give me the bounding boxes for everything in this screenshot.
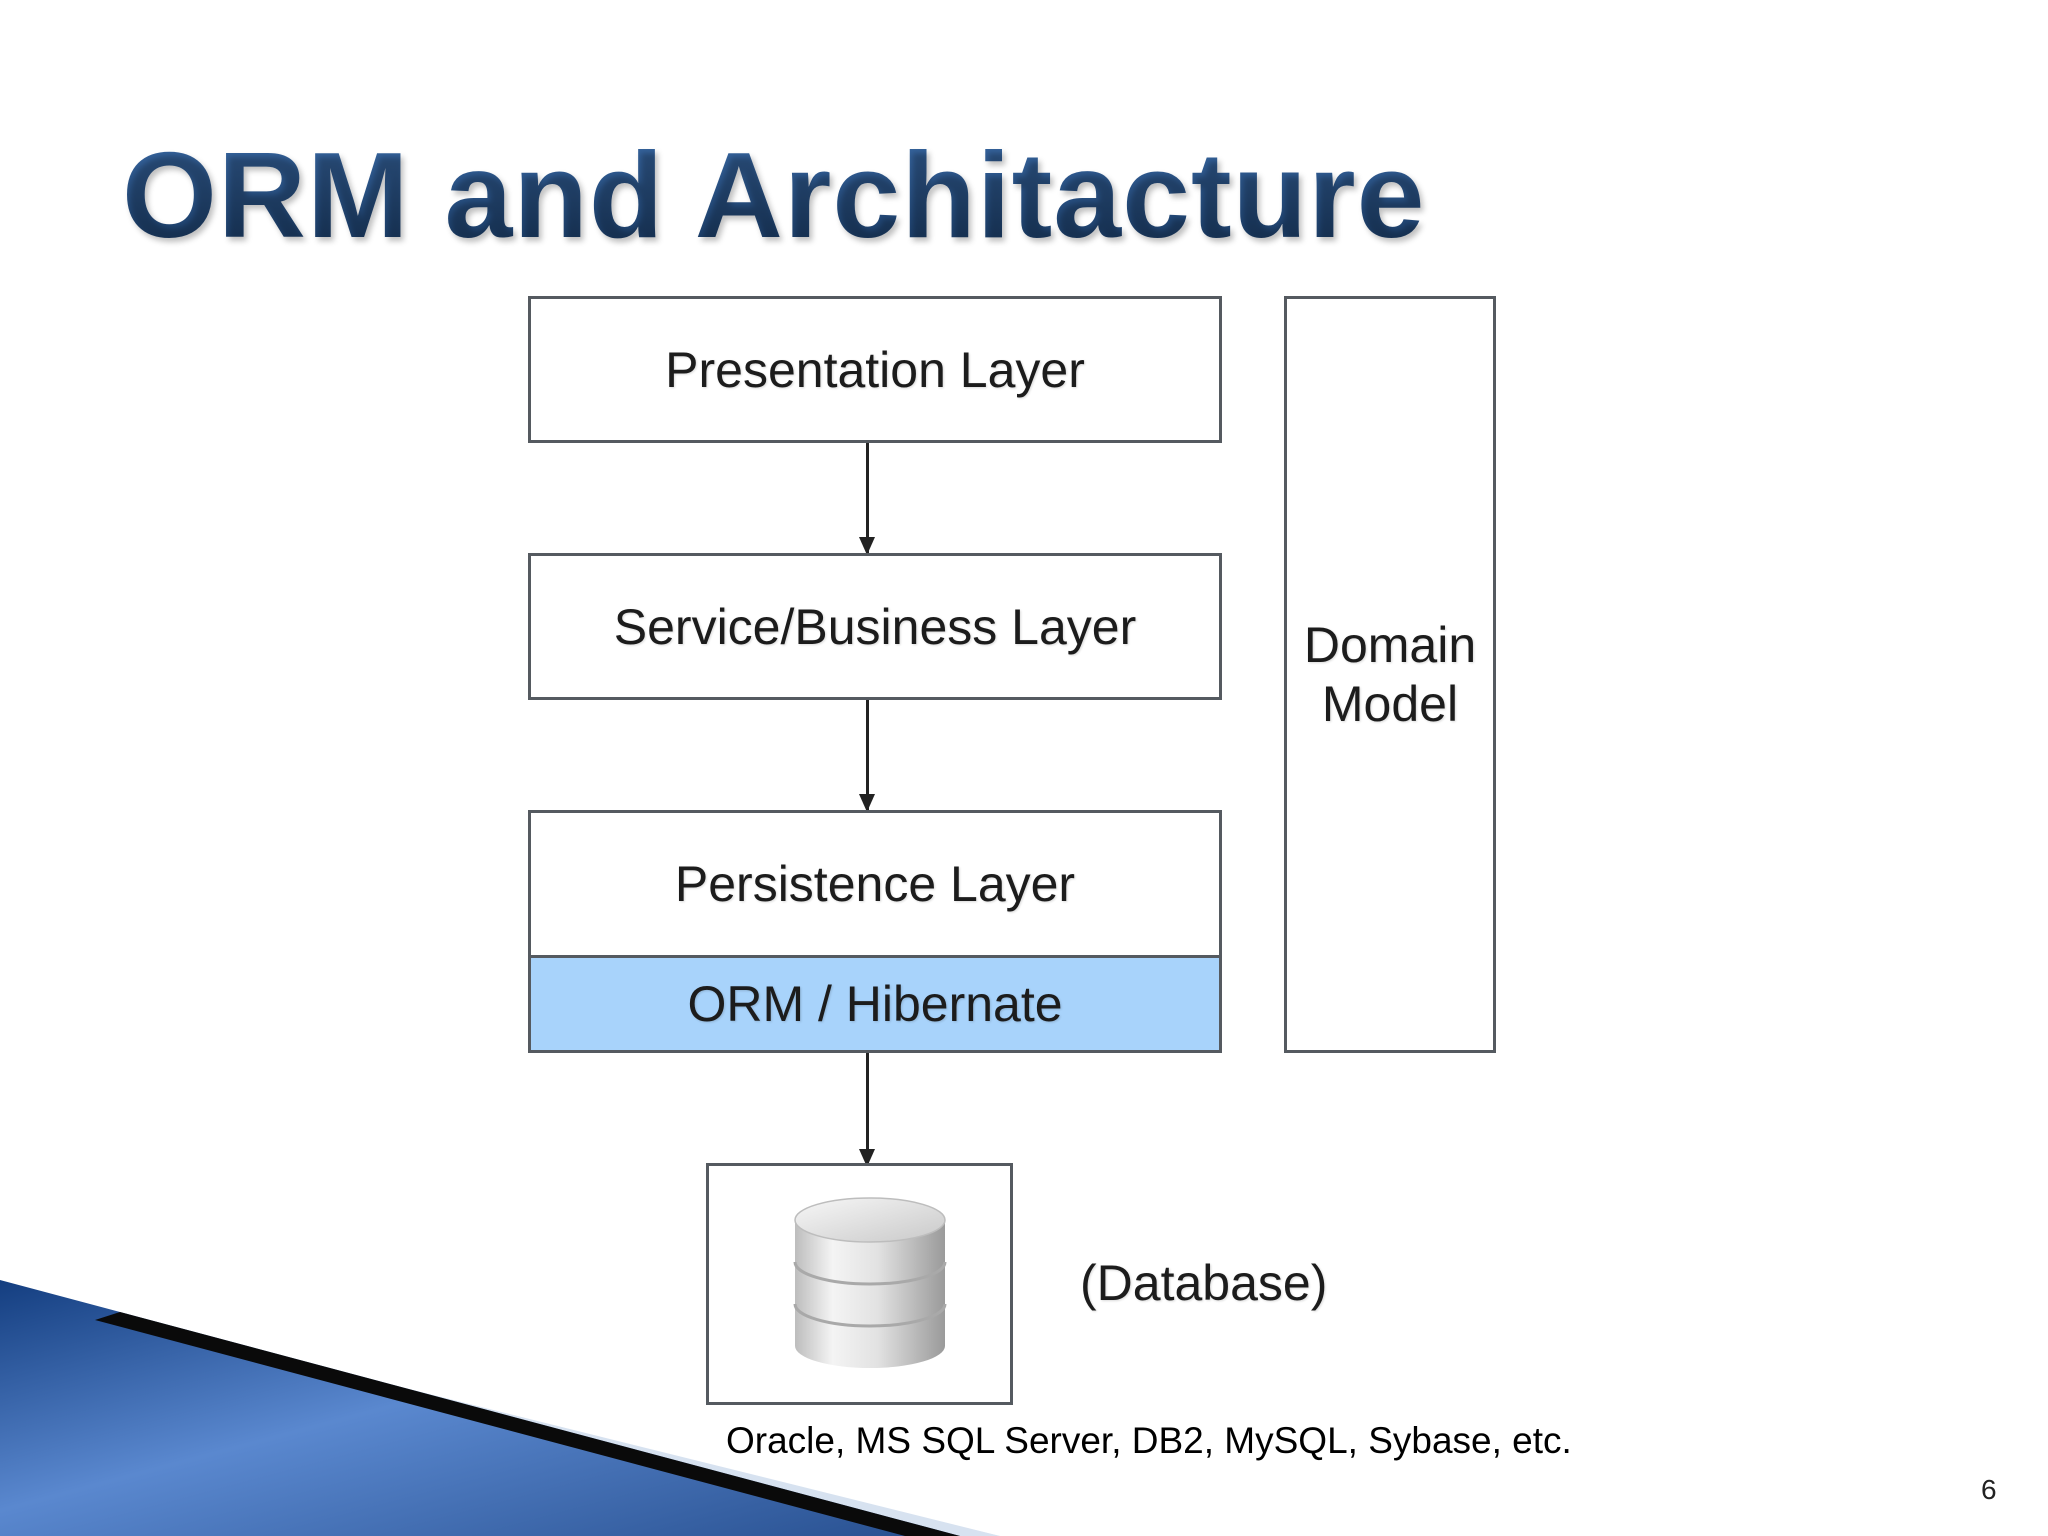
domain-model-label: Domain Model [1303,616,1477,732]
arrow-presentation-to-service [859,443,875,555]
service-business-layer-box: Service/Business Layer [528,553,1222,700]
presentation-layer-box: Presentation Layer [528,296,1222,443]
database-cylinder-icon [793,1197,947,1368]
database-box [706,1163,1013,1405]
domain-model-box: Domain Model [1284,296,1496,1053]
orm-hibernate-label: ORM / Hibernate [687,976,1063,1032]
slide-title: ORM and Architacture [122,127,1426,263]
corner-decoration [0,1280,1000,1536]
persistence-layer-box: Persistence Layer [528,810,1222,958]
orm-hibernate-box: ORM / Hibernate [528,955,1222,1053]
service-business-layer-label: Service/Business Layer [613,598,1137,655]
database-label: (Database) [1080,1255,1328,1311]
database-vendors-text: Oracle, MS SQL Server, DB2, MySQL, Sybas… [726,1420,1572,1461]
arrow-service-to-persistence [859,700,875,812]
persistence-layer-label: Persistence Layer [674,856,1076,912]
page-number: 6 [1981,1474,1997,1505]
presentation-layer-label: Presentation Layer [665,341,1085,398]
arrow-orm-to-database [859,1053,875,1167]
